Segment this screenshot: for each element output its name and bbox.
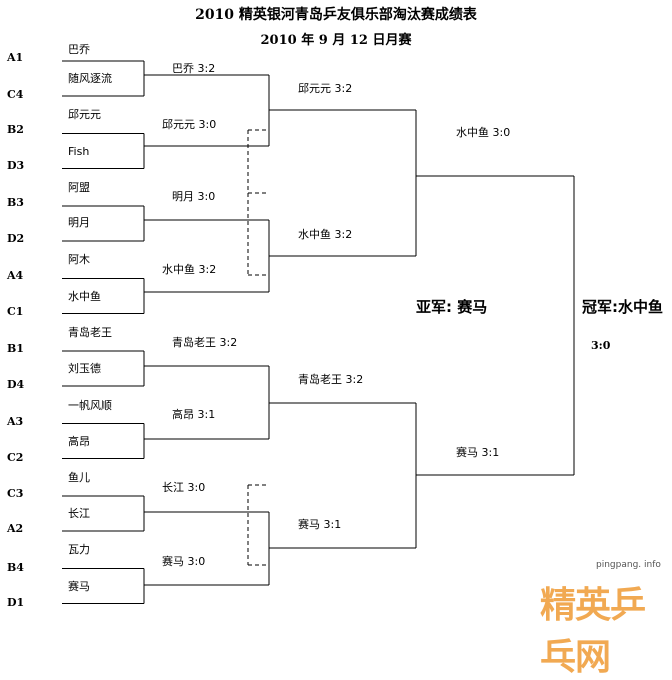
- seed-label: A2: [6, 522, 23, 535]
- round1-result: 赛马 3:0: [162, 554, 205, 568]
- player-name: 高昂: [68, 434, 90, 448]
- round1-result: 长江 3:0: [162, 481, 205, 494]
- player-name: 赛马: [68, 579, 90, 593]
- watermark-logo: 精英乒乓网: [540, 585, 646, 678]
- player-name: 明月: [68, 216, 90, 229]
- round2-result: 赛马 3:1: [298, 517, 341, 531]
- semifinal-result: 水中鱼 3:0: [456, 125, 510, 139]
- player-name: 青岛老王: [68, 325, 112, 339]
- player-name: 巴乔: [68, 43, 90, 56]
- seed-label: D3: [7, 159, 24, 172]
- seed-label: C3: [7, 487, 23, 500]
- seed-label: A3: [6, 415, 23, 428]
- page-title: 2010 精英银河青岛乒友俱乐部淘汰赛成绩表: [195, 7, 477, 23]
- round1-result: 水中鱼 3:2: [162, 262, 216, 276]
- seed-label: B1: [7, 342, 24, 355]
- final-score: 3:0: [591, 339, 611, 352]
- player-name: 阿木: [68, 253, 90, 266]
- player-name: 鱼儿: [68, 470, 90, 484]
- seed-label: B2: [7, 123, 24, 136]
- seed-label: C2: [7, 451, 23, 464]
- round1-result: 高昂 3:1: [172, 407, 215, 421]
- seed-label: D2: [7, 232, 24, 245]
- champion-label: 冠军:水中鱼: [582, 298, 663, 316]
- bracket-page: 2010 精英银河青岛乒友俱乐部淘汰赛成绩表 2010 年 9 月 12 日月赛…: [6, 7, 663, 678]
- seed-label: B4: [7, 561, 24, 574]
- seed-label: D4: [7, 378, 25, 391]
- player-name: 刘玉德: [68, 361, 101, 375]
- round1-result: 巴乔 3:2: [172, 62, 215, 75]
- semifinal-result: 赛马 3:1: [456, 445, 499, 459]
- player-name: 长江: [68, 507, 90, 520]
- round1-result: 明月 3:0: [172, 190, 215, 203]
- round2-result: 水中鱼 3:2: [298, 227, 352, 241]
- round2-result: 邱元元 3:2: [298, 82, 352, 95]
- seed-label: A1: [6, 51, 23, 64]
- runner-up-label: 亚军: 赛马: [416, 298, 487, 316]
- player-name: 邱元元: [68, 108, 101, 121]
- player-name: 随风逐流: [68, 71, 112, 85]
- seed-label: C1: [7, 305, 23, 318]
- round1-result: 青岛老王 3:2: [172, 335, 237, 349]
- player-name: Fish: [68, 145, 89, 158]
- round1-result: 邱元元 3:0: [162, 118, 216, 131]
- player-name: 阿盟: [68, 181, 90, 194]
- seed-label: D1: [7, 596, 24, 609]
- player-name: 一帆风顺: [68, 398, 112, 412]
- seed-label: A4: [6, 269, 24, 282]
- seed-label: B3: [7, 196, 24, 209]
- watermark-url: pingpang. info: [596, 560, 661, 570]
- seed-label: C4: [7, 88, 24, 101]
- page-subtitle: 2010 年 9 月 12 日月赛: [260, 33, 412, 48]
- player-name: 水中鱼: [68, 289, 101, 303]
- player-name: 瓦力: [68, 543, 90, 556]
- round2-result: 青岛老王 3:2: [298, 372, 363, 386]
